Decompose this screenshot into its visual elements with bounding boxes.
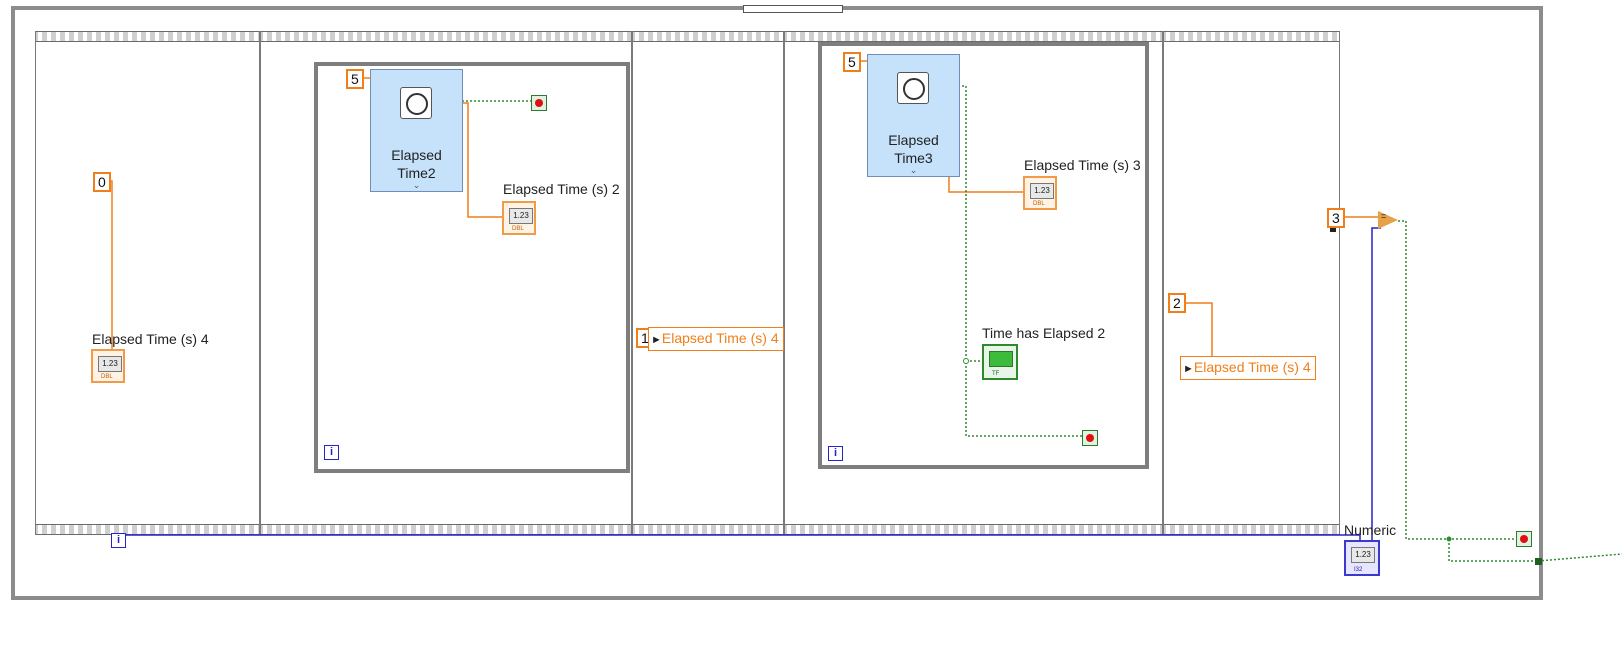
outer-while-loop[interactable] [11,5,1543,600]
local-var-icon: ► [651,334,662,346]
dbl-tag: DBL [101,374,113,380]
local-variable-elapsed-time-4-a[interactable]: ►Elapsed Time (s) 4 [648,327,784,351]
indicator-display: 1.23 [1351,547,1375,563]
indicator-time-has-elapsed-2[interactable]: TF [982,344,1018,380]
stop-terminal-2[interactable] [1082,430,1098,446]
local-var-name: Elapsed Time (s) 4 [661,330,779,346]
equal-symbol: = [1381,211,1387,221]
stopwatch-icon [400,87,432,119]
equal-compare-node[interactable] [1378,211,1398,229]
local-var-icon: ► [1183,363,1194,375]
film-strip [785,31,1162,42]
indicator-display: 1.23 [509,208,533,224]
boolean-display [989,351,1013,367]
express-vi-elapsed-time2[interactable]: Elapsed Time2 ⌄ [370,69,463,192]
loop-iteration-terminal-1[interactable]: i [324,445,339,460]
constant-3[interactable]: 3 [1327,208,1345,228]
constant-0[interactable]: 0 [93,172,111,192]
local-var-name: Elapsed Time (s) 4 [1193,359,1311,375]
express-vi-elapsed-time3[interactable]: Elapsed Time3 ⌄ [867,54,960,177]
indicator-elapsed-time-2[interactable]: 1.23 DBL [502,201,536,235]
loop-iteration-terminal-2[interactable]: i [828,446,843,461]
dbl-tag: DBL [512,226,524,232]
indicator-elapsed-time-4[interactable]: 1.23 DBL [91,349,125,383]
express-vi-title-line2: Time3 [894,150,933,166]
loop-top-tab [743,5,843,13]
film-strip [261,31,631,42]
local-variable-elapsed-time-4-b[interactable]: ►Elapsed Time (s) 4 [1180,356,1316,380]
chevron-down-icon[interactable]: ⌄ [412,180,421,190]
film-strip [36,31,259,42]
outer-loop-iteration-terminal[interactable]: i [111,533,126,548]
express-vi-title-line1: Elapsed [888,132,939,148]
inner-while-loop-2[interactable] [818,42,1149,469]
i32-tag: I32 [1354,567,1363,573]
chevron-down-icon[interactable]: ⌄ [909,165,918,175]
constant-2[interactable]: 2 [1168,293,1186,313]
constant-5-b[interactable]: 5 [843,52,861,72]
label-elapsed-time-3: Elapsed Time (s) 3 [1024,157,1141,173]
express-vi-title-line1: Elapsed [391,147,442,163]
tf-tag: TF [992,371,1000,377]
label-elapsed-time-4: Elapsed Time (s) 4 [92,331,209,347]
stop-terminal-1[interactable] [531,95,547,111]
label-numeric: Numeric [1344,522,1397,538]
indicator-display: 1.23 [98,356,122,372]
dbl-tag: DBL [1033,201,1045,207]
stop-terminal-outer[interactable] [1516,531,1532,547]
inner-while-loop-1[interactable] [314,62,630,473]
label-elapsed-time-2: Elapsed Time (s) 2 [503,181,620,197]
stopwatch-icon [897,72,929,104]
film-strip [633,31,783,42]
indicator-numeric[interactable]: 1.23 I32 [1344,540,1380,576]
indicator-elapsed-time-3[interactable]: 1.23 DBL [1023,176,1057,210]
film-strip [1164,31,1339,42]
indicator-display: 1.23 [1030,183,1054,199]
express-vi-title-line2: Time2 [397,165,436,181]
label-time-has-elapsed-2: Time has Elapsed 2 [982,325,1106,341]
constant-5-a[interactable]: 5 [346,69,364,89]
